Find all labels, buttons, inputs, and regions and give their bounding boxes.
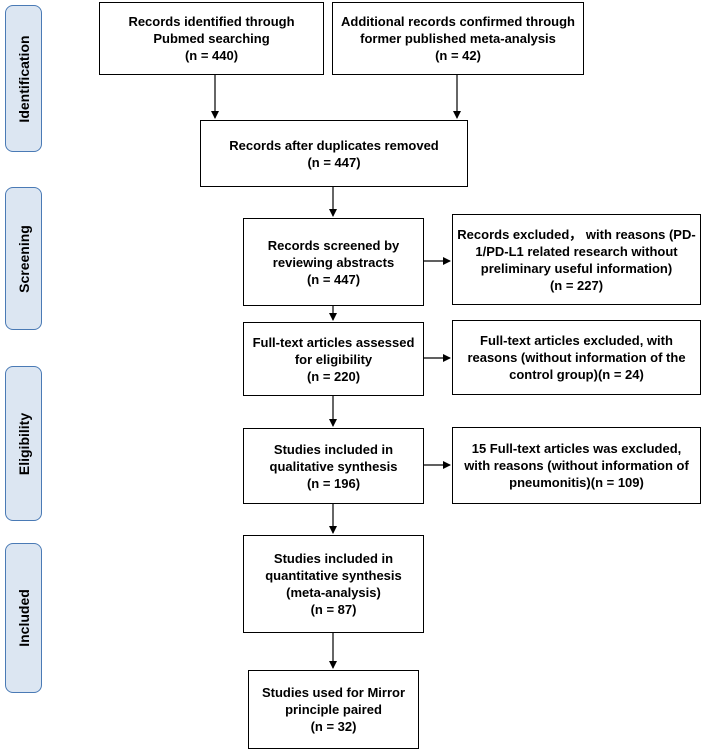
box-line: (meta-analysis) xyxy=(286,585,381,600)
stage-eligibility: Eligibility xyxy=(5,366,42,521)
box-additional-records: Additional records confirmed through for… xyxy=(332,2,584,75)
box-line: with reasons (without information of xyxy=(464,458,689,473)
box-line: preliminary useful information) xyxy=(480,260,673,276)
box-records-screened: Records screened by reviewing abstracts … xyxy=(243,218,424,306)
stage-included: Included xyxy=(5,543,42,693)
box-line: pneumonitis)(n = 109) xyxy=(509,475,644,490)
box-records-excluded: Records excluded， with reasons (PD- 1/PD… xyxy=(452,214,701,305)
box-fulltext-assessed: Full-text articles assessed for eligibil… xyxy=(243,322,424,396)
stage-identification: Identification xyxy=(5,5,42,152)
box-line: for eligibility xyxy=(294,351,373,367)
box-line: Studies used for Mirror xyxy=(261,685,406,700)
box-line: reviewing abstracts xyxy=(272,254,395,270)
box-line: Records excluded， with reasons (PD- xyxy=(457,226,696,242)
box-line: (n = 440) xyxy=(184,48,239,63)
stage-included-label: Included xyxy=(15,589,32,647)
box-line: Studies included in xyxy=(273,551,394,566)
box-line: Records identified through xyxy=(128,14,295,29)
box-pubmed-records: Records identified through Pubmed search… xyxy=(99,2,324,75)
box-mirror-paired: Studies used for Mirror principle paired… xyxy=(248,670,419,749)
box-qualitative-synthesis: Studies included in qualitative synthesi… xyxy=(243,428,424,504)
box-line: 15 Full-text articles was excluded, xyxy=(471,441,682,456)
box-line: Pubmed searching xyxy=(153,31,270,46)
box-line: (n = 447) xyxy=(306,271,361,287)
box-line: Records after duplicates removed xyxy=(229,137,439,153)
box-line: quantitative synthesis xyxy=(265,568,402,583)
box-line: (n = 220) xyxy=(306,368,361,384)
box-line: former published meta-analysis xyxy=(360,31,556,46)
box-line: Records screened by xyxy=(267,237,400,253)
box-duplicates-removed: Records after duplicates removed (n = 44… xyxy=(200,120,468,187)
box-line: (n = 227) xyxy=(549,277,604,293)
box-line: Studies included in xyxy=(273,441,394,457)
stage-identification-label: Identification xyxy=(15,34,32,123)
box-line: (n = 196) xyxy=(306,475,361,491)
box-line: Additional records confirmed through xyxy=(340,14,575,29)
box-line: (n = 447) xyxy=(307,154,361,170)
box-line: control group)(n = 24) xyxy=(509,367,644,382)
box-fulltext-excluded: Full-text articles excluded, with reason… xyxy=(452,320,701,395)
box-line: Full-text articles assessed xyxy=(252,334,415,350)
box-qualitative-excluded: 15 Full-text articles was excluded, with… xyxy=(452,427,701,504)
box-line: Full-text articles excluded, with xyxy=(480,333,673,348)
stage-screening: Screening xyxy=(5,187,42,330)
box-line: principle paired xyxy=(285,702,382,717)
box-line: (n = 42) xyxy=(435,48,481,63)
box-line: qualitative synthesis xyxy=(269,458,398,474)
box-line: reasons (without information of the xyxy=(467,350,686,365)
stage-screening-label: Screening xyxy=(15,224,32,293)
stage-eligibility-label: Eligibility xyxy=(15,412,32,475)
box-line: (n = 32) xyxy=(310,719,357,734)
box-line: 1/PD-L1 related research without xyxy=(475,243,678,259)
box-line: (n = 87) xyxy=(310,602,357,617)
box-quantitative-synthesis: Studies included in quantitative synthes… xyxy=(243,535,424,633)
